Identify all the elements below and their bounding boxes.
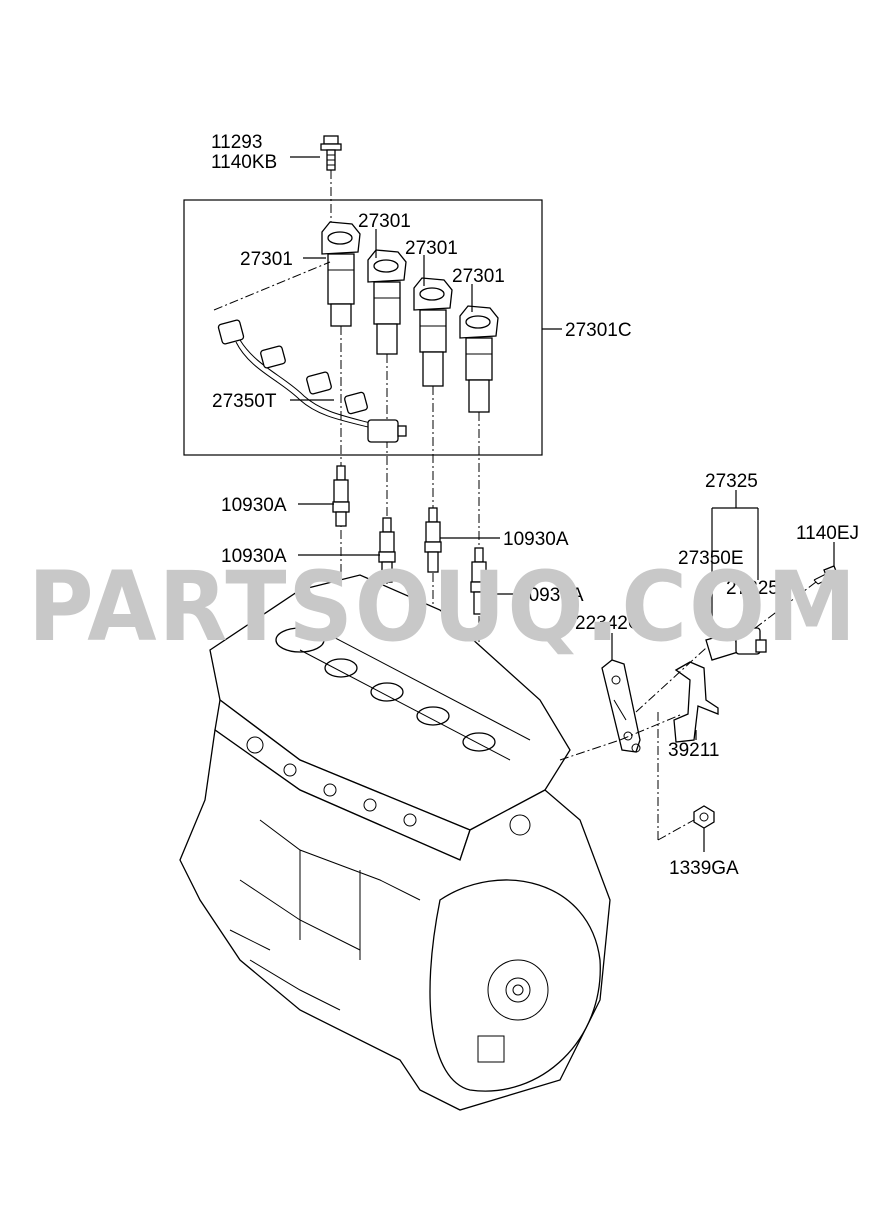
label-sensor-connector: 27350E <box>678 548 744 569</box>
label-sensor-assembly: 27325 <box>705 471 758 492</box>
label-bracket: 22342C <box>575 613 642 634</box>
label-coil-assembly: 27301C <box>565 320 632 341</box>
ignition-coil-1 <box>321 221 361 327</box>
label-harness: 27350T <box>212 391 277 412</box>
label-coil-2: 27301 <box>358 211 411 232</box>
top-bolt-part <box>320 135 342 228</box>
crank-sensor <box>705 627 767 661</box>
spark-plug-1 <box>332 465 350 527</box>
spark-plug-3 <box>424 507 442 573</box>
label-spark-plug-4: 10930A <box>518 585 584 606</box>
crank-sensor-bracket <box>601 659 641 753</box>
label-spark-plug-2: 10930A <box>221 546 287 567</box>
small-bracket <box>673 661 719 743</box>
label-sensor: 27325B <box>726 578 792 599</box>
label-bolt-1140kb: 1140KB <box>211 152 277 173</box>
label-sensor-bolt: 1140EJ <box>796 523 859 544</box>
spark-plug-2 <box>378 517 396 583</box>
ignition-coil-3 <box>413 277 453 387</box>
engine-block <box>179 574 611 1111</box>
nut-part <box>693 805 715 829</box>
coil-group-box <box>183 199 543 456</box>
ignition-coil-4 <box>459 305 499 413</box>
spark-plug-4 <box>470 547 488 615</box>
label-spark-plug-3: 10930A <box>503 529 569 550</box>
wiring-harness <box>213 261 407 443</box>
label-bolt-11293: 11293 <box>211 132 262 153</box>
sensor-bolt <box>749 565 839 633</box>
ignition-coil-2 <box>367 249 407 355</box>
label-coil-1: 27301 <box>240 249 293 270</box>
label-coil-4: 27301 <box>452 266 505 287</box>
label-nut: 1339GA <box>669 858 739 879</box>
watermark: PARTSOUQ.COM <box>28 551 858 663</box>
label-small-bracket: 39211 <box>668 740 719 761</box>
label-coil-3: 27301 <box>405 238 458 259</box>
label-spark-plug-1: 10930A <box>221 495 287 516</box>
